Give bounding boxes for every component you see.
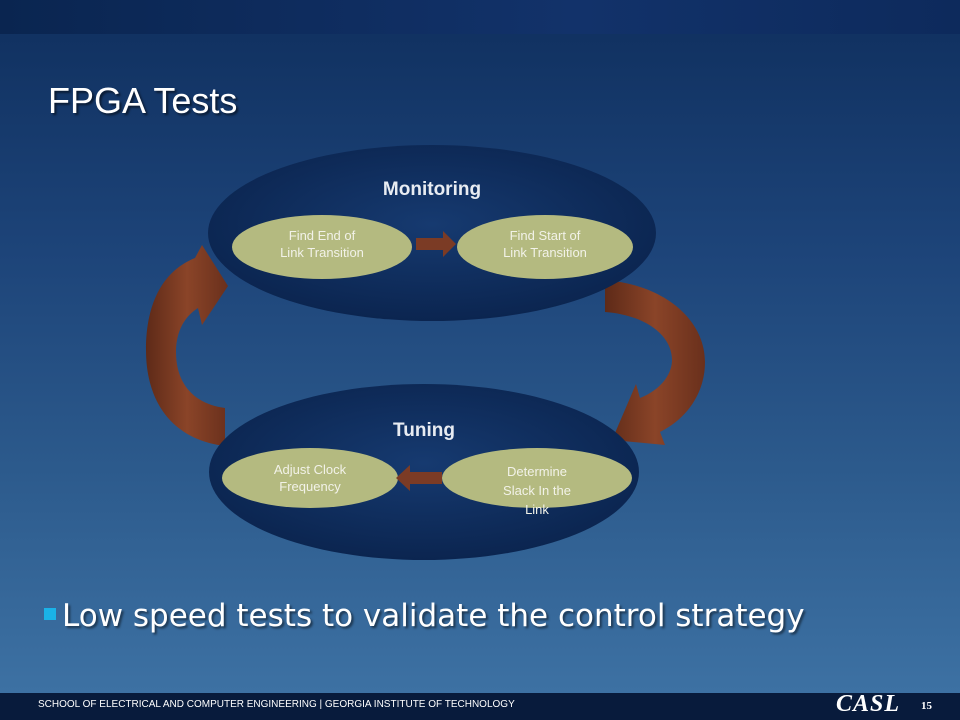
slide-title: FPGA Tests xyxy=(48,80,238,121)
monitoring-label: Monitoring xyxy=(383,179,481,200)
step-determine-slack-line1: Determine xyxy=(507,464,567,479)
tuning-step-arrow xyxy=(396,465,442,491)
step-determine-slack-line3: Link xyxy=(525,502,549,517)
step-adjust-clock-ellipse xyxy=(222,448,398,508)
step-adjust-clock-line1: Adjust Clock xyxy=(274,462,347,477)
top-band xyxy=(0,0,960,34)
footer-institution: SCHOOL OF ELECTRICAL AND COMPUTER ENGINE… xyxy=(38,699,515,710)
bullet-square-icon xyxy=(44,607,56,620)
casl-logo: CASL xyxy=(836,691,901,717)
tuning-label: Tuning xyxy=(393,420,455,441)
footer-bar: SCHOOL OF ELECTRICAL AND COMPUTER ENGINE… xyxy=(0,691,960,720)
step-find-start-line2: Link Transition xyxy=(503,245,587,260)
step-find-start-ellipse xyxy=(457,215,633,279)
page-number: 15 xyxy=(921,700,932,712)
monitoring-step-arrow xyxy=(416,231,456,257)
step-adjust-clock-line2: Frequency xyxy=(279,479,341,494)
bullet-text: Low speed tests to validate the control … xyxy=(62,598,805,634)
step-determine-slack-ellipse xyxy=(442,448,632,508)
step-find-start-line1: Find Start of xyxy=(510,228,581,243)
right-cycle-arrow xyxy=(605,280,705,445)
step-find-end-ellipse xyxy=(232,215,412,279)
bullet-point: Low speed tests to validate the control … xyxy=(44,598,805,634)
step-determine-slack-line2: Slack In the xyxy=(503,483,571,498)
step-find-end-line1: Find End of xyxy=(289,228,356,243)
left-cycle-arrow xyxy=(146,245,228,446)
step-find-end-line2: Link Transition xyxy=(280,245,364,260)
